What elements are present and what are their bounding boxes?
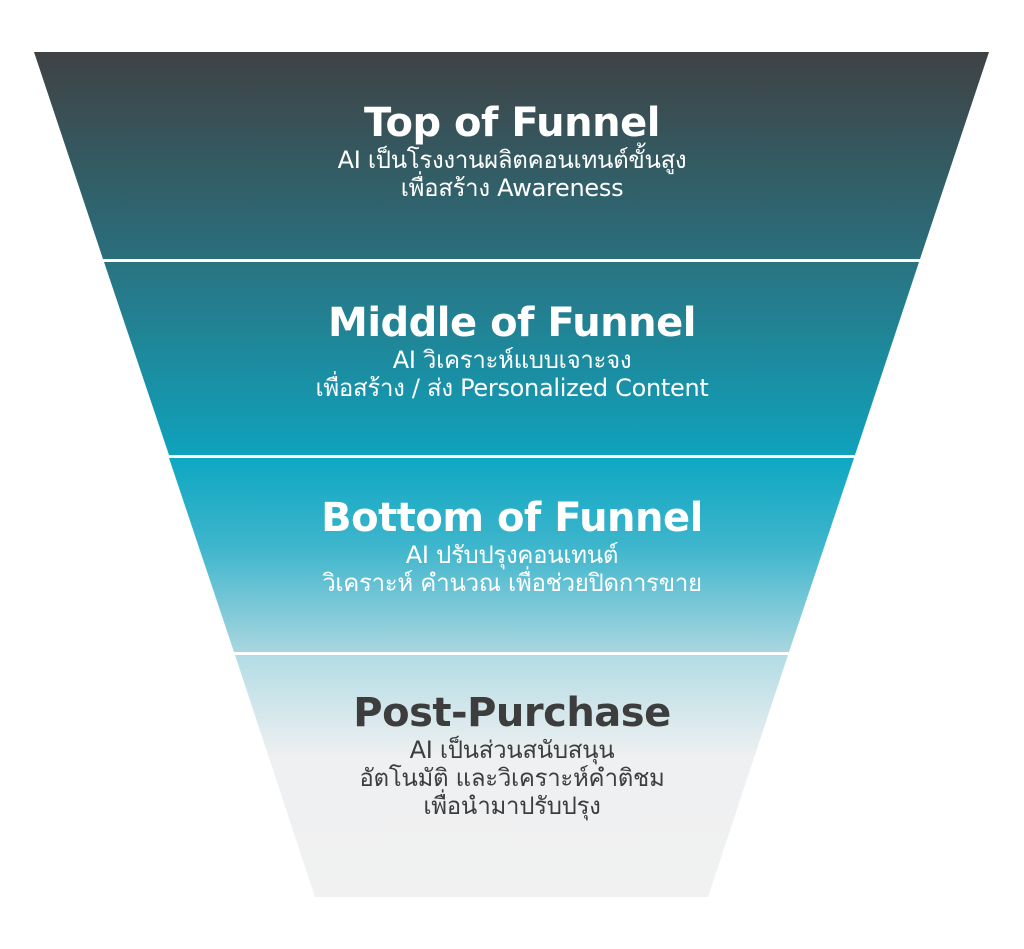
stage-description-line: AI เป็นโรงงานผลิตคอนเทนต์ขั้นสูง [337, 146, 687, 174]
stage-bottom-of-funnel: Bottom of Funnel AI ปรับปรุงคอนเทนต์ วิเ… [0, 495, 1024, 597]
stage-description-line: AI เป็นส่วนสนับสนุน [409, 736, 615, 764]
stage-shape-post-purchase [235, 655, 788, 897]
stage-shape-bottom [169, 458, 854, 652]
stage-description-line: AI ปรับปรุงคอนเทนต์ [405, 541, 619, 569]
stage-title: Bottom of Funnel [321, 495, 703, 541]
stage-description-line: อัตโนมัติ และวิเคราะห์คำติชม [359, 764, 665, 792]
stage-description-line: วิเคราะห์ คำนวณ เพื่อช่วยปิดการขาย [322, 569, 702, 597]
stage-top-of-funnel: Top of Funnel AI เป็นโรงงานผลิตคอนเทนต์ข… [0, 100, 1024, 202]
stage-description-line: เพื่อสร้าง Awareness [400, 174, 624, 202]
stage-description-line: เพื่อสร้าง / ส่ง Personalized Content [315, 374, 709, 402]
stage-title: Middle of Funnel [328, 300, 696, 346]
stage-description-line: เพื่อนำมาปรับปรุง [423, 792, 601, 820]
stage-middle-of-funnel: Middle of Funnel AI วิเคราะห์แบบเจาะจง เ… [0, 300, 1024, 402]
stage-description-line: AI วิเคราะห์แบบเจาะจง [392, 346, 632, 374]
stage-title: Top of Funnel [364, 100, 660, 146]
stage-post-purchase: Post-Purchase AI เป็นส่วนสนับสนุน อัตโนม… [0, 690, 1024, 820]
stage-shape-top [34, 52, 989, 259]
stage-shape-middle [104, 262, 919, 455]
stage-title: Post-Purchase [353, 690, 671, 736]
